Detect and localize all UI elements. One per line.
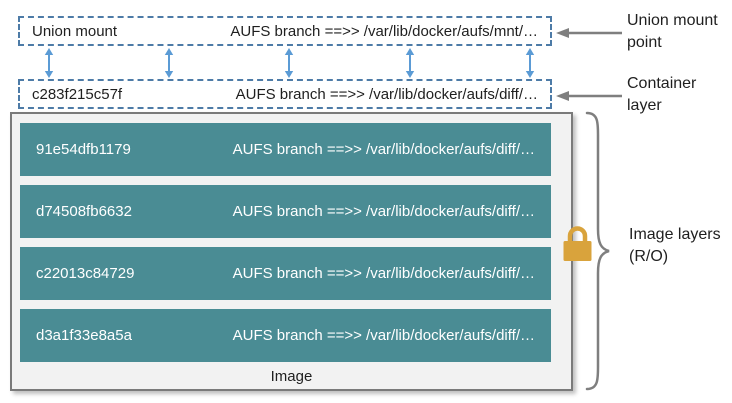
image-layers-label: Image layers (R/O) xyxy=(629,226,721,266)
image-caption: Image xyxy=(270,368,313,385)
image-layer-id: d74508fb6632 xyxy=(36,203,132,220)
left-arrow-icon xyxy=(556,89,622,101)
image-layer-branch-path: AUFS branch ==>> /var/lib/docker/aufs/di… xyxy=(232,327,535,344)
left-arrow-icon xyxy=(556,26,622,38)
image-layer-row: c22013c84729 AUFS branch ==>> /var/lib/d… xyxy=(20,247,551,300)
image-layer-row: d74508fb6632 AUFS branch ==>> /var/lib/d… xyxy=(20,185,551,238)
image-layer-row: d3a1f33e8a5a AUFS branch ==>> /var/lib/d… xyxy=(20,309,551,362)
image-layer-branch-path: AUFS branch ==>> /var/lib/docker/aufs/di… xyxy=(232,203,535,220)
vertical-double-arrow-icon xyxy=(524,48,536,78)
container-layer-id: c283f215c57f xyxy=(32,85,123,103)
image-layer-id: 91e54dfb1179 xyxy=(36,141,131,158)
image-layer-branch-path: AUFS branch ==>> /var/lib/docker/aufs/di… xyxy=(232,265,535,282)
image-layer-branch-path: AUFS branch ==>> /var/lib/docker/aufs/di… xyxy=(232,141,535,158)
union-mount-box: Union mount AUFS branch ==>> /var/lib/do… xyxy=(18,16,552,46)
vertical-double-arrow-icon xyxy=(404,48,416,78)
union-mount-branch-path: AUFS branch ==>> /var/lib/docker/aufs/mn… xyxy=(230,22,538,40)
image-layer-id: d3a1f33e8a5a xyxy=(36,327,132,344)
union-mount-point-label: Union mount point xyxy=(627,12,718,52)
container-layer-branch-path: AUFS branch ==>> /var/lib/docker/aufs/di… xyxy=(235,85,538,103)
image-box: 91e54dfb1179 AUFS branch ==>> /var/lib/d… xyxy=(10,112,573,391)
vertical-double-arrow-icon xyxy=(43,48,55,78)
image-layer-id: c22013c84729 xyxy=(36,265,135,282)
lock-icon xyxy=(561,223,594,263)
image-layer-row: 91e54dfb1179 AUFS branch ==>> /var/lib/d… xyxy=(20,123,551,176)
container-layer-box: c283f215c57f AUFS branch ==>> /var/lib/d… xyxy=(18,79,552,109)
vertical-double-arrow-icon xyxy=(163,48,175,78)
container-layer-label: Container layer xyxy=(627,75,697,115)
union-mount-label: Union mount xyxy=(32,22,118,40)
vertical-double-arrow-icon xyxy=(283,48,295,78)
curly-brace-icon xyxy=(585,111,611,391)
